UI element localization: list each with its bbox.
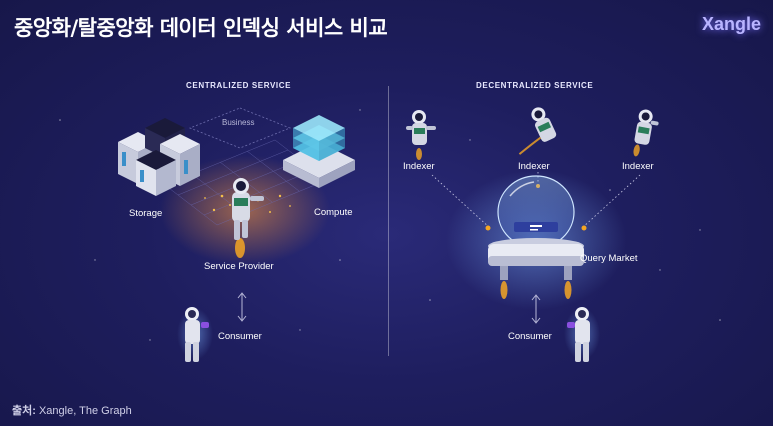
storage-label: Storage (129, 208, 163, 219)
compute-label: Compute (314, 207, 353, 218)
indexer-astronaut-center (518, 107, 557, 155)
decentralized-consumer-astronaut (564, 307, 600, 362)
centralized-consumer-astronaut (177, 307, 213, 362)
source-caption: 출처: Xangle, The Graph (12, 402, 132, 418)
brand-logo: Xangle (701, 14, 761, 34)
background-stars (59, 109, 721, 341)
decentralized-consumer-label: Consumer (508, 331, 552, 342)
centralized-consumer-label: Consumer (218, 331, 262, 342)
compute-stack (283, 115, 355, 188)
decentralized-heading: DECENTRALIZED SERVICE (476, 81, 594, 90)
storage-servers (118, 118, 200, 196)
source-text: Xangle, The Graph (35, 405, 132, 417)
business-label: Business (222, 118, 255, 127)
indexer-label-center: Indexer (518, 161, 550, 172)
centralized-consumer-arrow (237, 292, 247, 322)
decentralized-consumer-arrow (531, 294, 541, 324)
source-label: 출처: (12, 405, 36, 417)
service-provider-astronaut (232, 178, 264, 258)
indexer-astronaut-right (633, 109, 659, 157)
indexer-label-left: Indexer (403, 161, 435, 172)
indexer-astronaut-left (406, 110, 436, 160)
service-provider-label: Service Provider (204, 261, 274, 272)
query-market-label: Query Market (580, 253, 638, 264)
page-title: 중앙화/탈중앙화 데이터 인덱싱 서비스 비교 (14, 16, 388, 40)
business-plane (188, 107, 292, 149)
query-market-machine (488, 175, 584, 299)
indexer-label-right: Indexer (622, 161, 654, 172)
centralized-heading: CENTRALIZED SERVICE (186, 81, 292, 90)
section-divider (388, 86, 389, 356)
